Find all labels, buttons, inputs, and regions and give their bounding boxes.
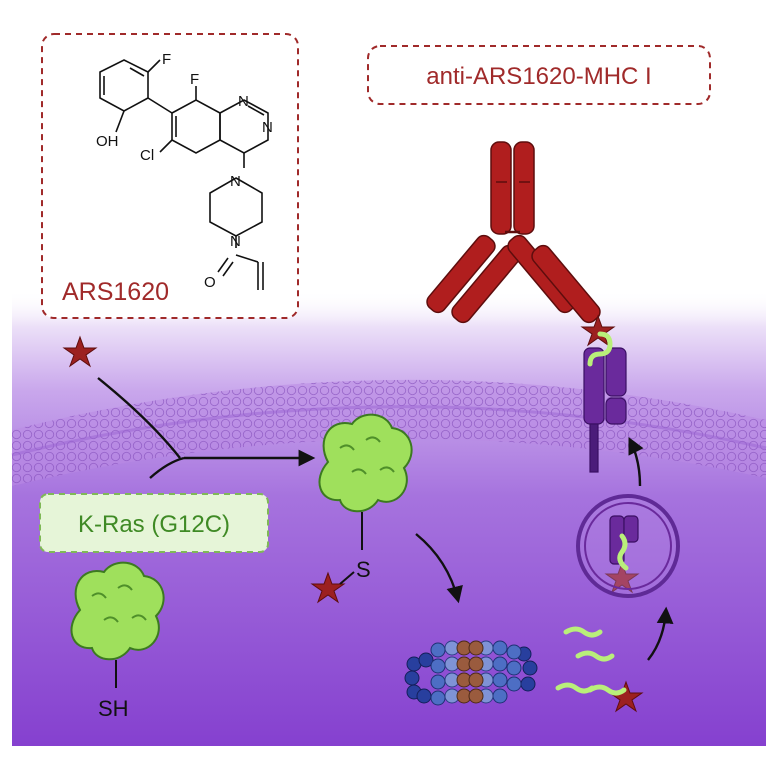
thioether-label: S: [356, 557, 371, 582]
bottom-border: [0, 746, 768, 762]
atom-nitrogen-4: N: [230, 233, 241, 250]
drug-label: ARS1620: [62, 278, 169, 306]
antibody-icon: [426, 141, 601, 324]
reaction-arrow: [97, 377, 674, 661]
vesicle-icon: [576, 494, 680, 598]
atom-fluoro-1: F: [162, 51, 171, 68]
star-icon: [604, 561, 640, 594]
mhc-complex-icon: [583, 331, 627, 473]
star-icon: [580, 314, 616, 347]
thiol-label: SH: [98, 696, 129, 721]
atom-nitrogen-2: N: [262, 119, 273, 136]
atom-chloro: Cl: [140, 147, 154, 164]
atom-hydroxyl: OH: [96, 133, 119, 150]
proteasome-icon: [404, 640, 538, 706]
star-icon: [62, 335, 98, 368]
antibody-label: anti-ARS1620-MHC I: [426, 63, 651, 90]
drug-box: [41, 33, 299, 319]
atom-fluoro-2: F: [190, 71, 199, 88]
drug-link: [339, 571, 355, 585]
chemical-structure: [99, 59, 269, 290]
atom-oxygen: O: [204, 274, 216, 291]
ras-protein-icon: [318, 413, 413, 550]
atom-nitrogen-3: N: [230, 173, 241, 190]
ras-protein-icon: [70, 561, 165, 688]
protein-label-box: [39, 493, 269, 553]
atom-nitrogen-1: N: [238, 93, 249, 110]
antibody-label-box: [367, 45, 711, 105]
mhc-complex-icon: [609, 515, 639, 571]
protein-label: K-Ras (G12C): [78, 511, 230, 538]
peptide-icon: [555, 626, 627, 696]
